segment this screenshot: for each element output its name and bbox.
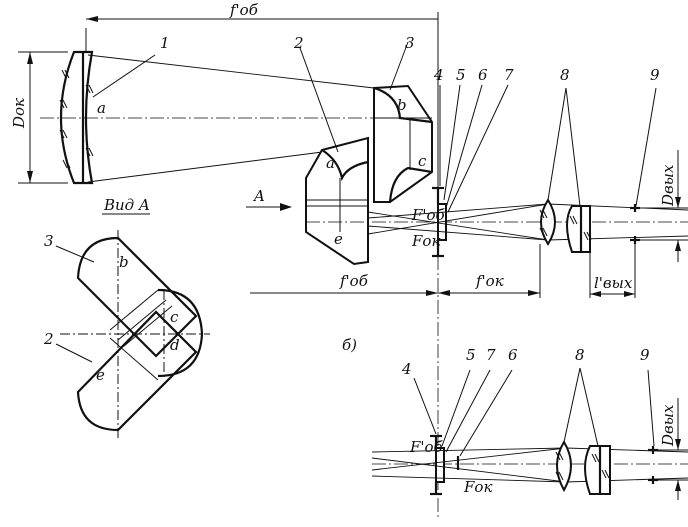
exit-pupil-b [648, 446, 658, 484]
view-face-d: d [170, 336, 180, 354]
label-9: 9 [650, 66, 660, 84]
d-vyh-dimension-b: Dвых [658, 398, 688, 500]
label-6: 6 [478, 66, 488, 84]
sub-b-label: б) [342, 336, 357, 354]
label-b-4: 4 [401, 360, 412, 378]
view-arrow-a: A [246, 187, 292, 211]
label-b-9: 9 [640, 346, 650, 364]
f-ok-focus-b: Fок [463, 478, 492, 496]
face-a-prism2: a [326, 154, 335, 172]
face-c-prism3: c [418, 152, 427, 170]
field-stop-b [430, 434, 445, 496]
eyepiece-lens-a1 [539, 198, 556, 246]
label-b-7: 7 [486, 346, 496, 364]
objective-lens: Dок [10, 50, 94, 185]
view-label-3: 3 [44, 232, 54, 250]
label-7: 7 [504, 66, 514, 84]
f-ob-focus-b: F'об [409, 438, 444, 456]
face-a-objective: a [97, 99, 106, 117]
objective-focal-dimension: f'об [85, 1, 439, 190]
view-face-c: c [170, 308, 179, 326]
prism-3: b c [373, 84, 433, 203]
eyepiece-rays-a [367, 203, 688, 241]
label-1: 1 [160, 34, 170, 52]
arrow-a-label: A [252, 187, 265, 205]
eyepiece-lens-a2 [566, 205, 592, 253]
l-vyh-label: l'вых [594, 274, 633, 292]
exit-pupil-a [630, 204, 640, 244]
f-ob-top-label: f'об [229, 1, 259, 19]
face-e-prism2: e [334, 230, 343, 248]
d-ok-label: Dок [10, 98, 28, 129]
f-ok-dim-label: f'ок [475, 272, 504, 290]
f-ob-dim-label: f'об [339, 272, 369, 290]
face-b-prism3: b [397, 96, 407, 114]
prism-2: a e [305, 136, 369, 266]
objective-rays [87, 54, 375, 183]
label-2: 2 [293, 34, 304, 52]
label-b-8: 8 [575, 346, 585, 364]
view-label-2: 2 [43, 330, 54, 348]
eyepiece-lens-b1 [555, 440, 572, 493]
d-vyh-label-a: Dвых [659, 164, 677, 207]
label-3: 3 [405, 34, 415, 52]
label-4: 4 [433, 66, 444, 84]
label-8: 8 [560, 66, 570, 84]
vid-a-title: Вид A [103, 196, 150, 214]
f-ok-focus-a: Fок [411, 232, 440, 250]
d-vyh-dimension-a: Dвых [640, 150, 688, 262]
label-b-6: 6 [508, 346, 518, 364]
view-face-b: b [119, 253, 129, 271]
eyepiece-lens-b2 [584, 445, 611, 495]
label-b-5: 5 [466, 346, 476, 364]
f-ob-focus-a: F'об [411, 206, 446, 224]
view-face-e: e [96, 366, 105, 384]
focal-dimensions-a: f'об f'ок l'вых [250, 244, 636, 298]
label-5: 5 [456, 66, 466, 84]
view-a-drawing: b c d e [60, 230, 210, 440]
d-vyh-label-b: Dвых [659, 404, 677, 447]
